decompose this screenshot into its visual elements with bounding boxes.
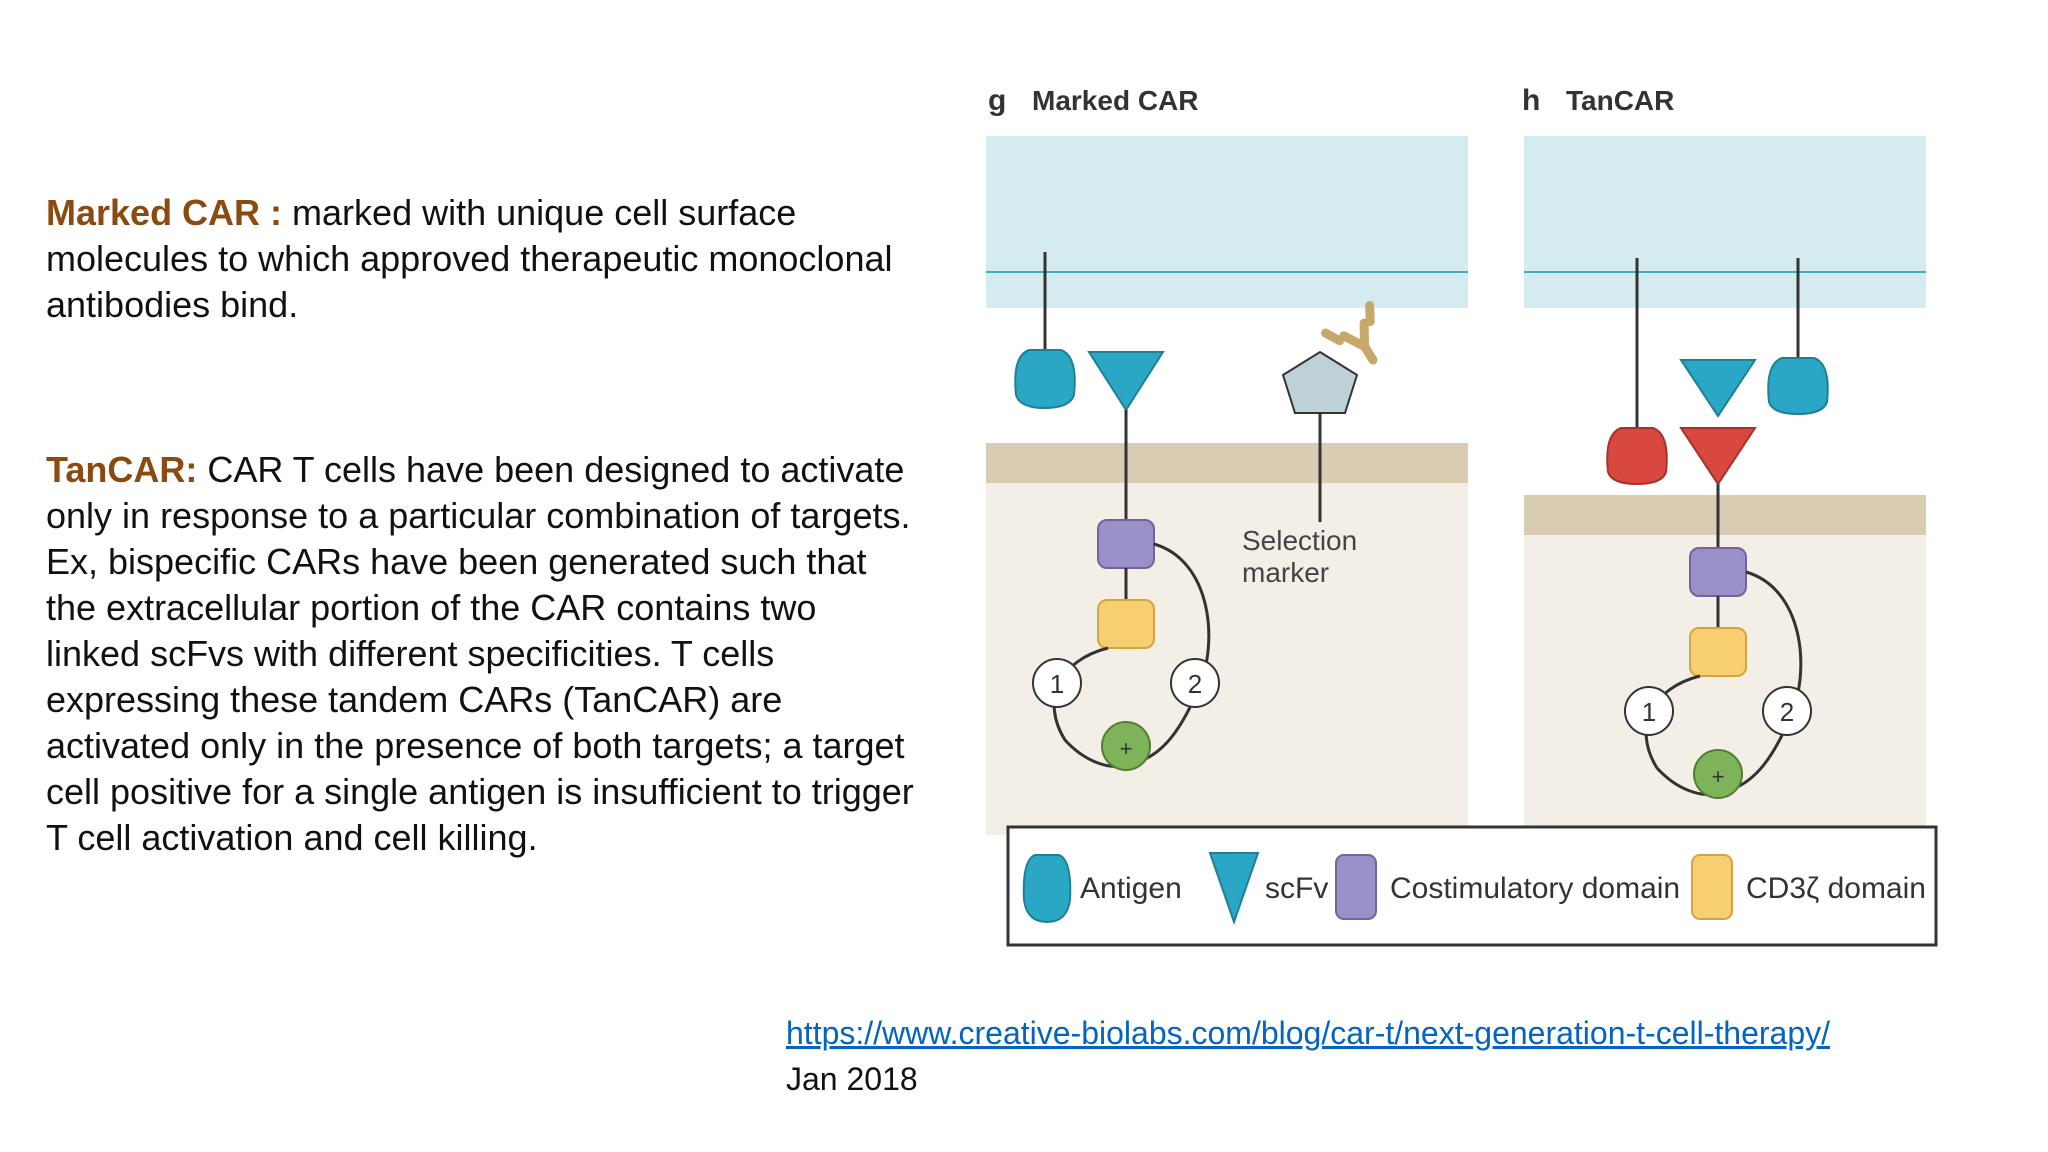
panel-g-signal-1 bbox=[1032, 658, 1082, 708]
panel-h-signal-2-label: 2 bbox=[1780, 697, 1794, 727]
antibody-icon bbox=[1321, 301, 1378, 365]
panel-h-activation bbox=[1693, 749, 1743, 799]
panel-g-activation-label: + bbox=[1120, 736, 1133, 761]
panel-h: h TanCAR 1 2 bbox=[1522, 84, 1926, 835]
legend-box bbox=[1006, 825, 1938, 947]
car-diagram: g Marked CAR 1 2 + bbox=[970, 60, 1970, 960]
panel-h-target-cell bbox=[1524, 136, 1926, 308]
panel-h-costimulatory-domain bbox=[1689, 547, 1747, 597]
panel-g-activation bbox=[1101, 721, 1151, 771]
panel-g: g Marked CAR 1 2 + bbox=[986, 84, 1468, 835]
panel-g-antigen bbox=[1014, 349, 1076, 410]
car-diagram-svg: g Marked CAR 1 2 + bbox=[986, 84, 1938, 947]
panel-g-signal-1-label: 1 bbox=[1050, 669, 1064, 699]
legend-scfv-icon bbox=[1208, 852, 1260, 926]
legend-scfv-label: scFv bbox=[1265, 872, 1328, 905]
marked-car-paragraph: Marked CAR : marked with unique cell sur… bbox=[46, 190, 916, 328]
panel-g-signal-2-label: 2 bbox=[1188, 669, 1202, 699]
legend: Antigen scFv Costimulatory domain CD3ζ d… bbox=[1006, 825, 1938, 947]
panel-g-t-cell-membrane bbox=[986, 443, 1468, 483]
tancar-paragraph: TanCAR: CAR T cells have been designed t… bbox=[46, 447, 916, 861]
legend-antigen-icon bbox=[1022, 854, 1072, 924]
panel-g-title: Marked CAR bbox=[1032, 85, 1198, 116]
selection-marker bbox=[1281, 350, 1359, 414]
panel-h-signal-2 bbox=[1762, 686, 1812, 736]
legend-cd3-icon bbox=[1691, 854, 1733, 920]
selection-marker-label-line2: marker bbox=[1242, 557, 1329, 588]
panel-g-t-cell bbox=[986, 443, 1468, 835]
source-date: Jan 2018 bbox=[786, 1061, 918, 1097]
panel-g-letter: g bbox=[988, 84, 1006, 117]
legend-costim-icon bbox=[1335, 854, 1377, 920]
panel-h-signal-1 bbox=[1624, 686, 1674, 736]
panel-h-scfv-teal bbox=[1679, 359, 1757, 418]
marked-car-term: Marked CAR : bbox=[46, 192, 283, 233]
panel-g-costimulatory-domain bbox=[1097, 519, 1155, 569]
panel-h-title: TanCAR bbox=[1566, 85, 1674, 116]
panel-h-teal-antigen bbox=[1767, 357, 1829, 416]
panel-h-cd3z-domain bbox=[1689, 627, 1747, 677]
panel-h-red-antigen bbox=[1606, 427, 1668, 486]
legend-costim-label: Costimulatory domain bbox=[1390, 872, 1680, 905]
selection-marker-label-line1: Selection bbox=[1242, 525, 1357, 556]
panel-g-signal-path-1 bbox=[1052, 646, 1127, 768]
panel-g-scfv bbox=[1087, 351, 1165, 412]
panel-h-scfv-red bbox=[1679, 427, 1757, 486]
legend-antigen-label: Antigen bbox=[1080, 872, 1182, 905]
source-link[interactable]: https://www.creative-biolabs.com/blog/ca… bbox=[786, 1015, 1830, 1051]
panel-h-signal-path-1 bbox=[1644, 674, 1719, 796]
panel-g-target-cell bbox=[986, 136, 1468, 308]
panel-h-activation-label: + bbox=[1712, 764, 1725, 789]
panel-h-signal-1-label: 1 bbox=[1642, 697, 1656, 727]
marked-car-description: marked with unique cell surface molecule… bbox=[46, 192, 893, 325]
panel-h-letter: h bbox=[1522, 84, 1540, 117]
panel-g-signal-2 bbox=[1170, 658, 1220, 708]
panel-h-t-cell-membrane bbox=[1524, 495, 1926, 535]
legend-cd3-label: CD3ζ domain bbox=[1746, 872, 1926, 905]
tancar-description: CAR T cells have been designed to activa… bbox=[46, 449, 914, 858]
source-citation: https://www.creative-biolabs.com/blog/ca… bbox=[786, 1010, 1830, 1102]
tancar-term: TanCAR: bbox=[46, 449, 198, 490]
panel-g-cd3z-domain bbox=[1097, 599, 1155, 649]
